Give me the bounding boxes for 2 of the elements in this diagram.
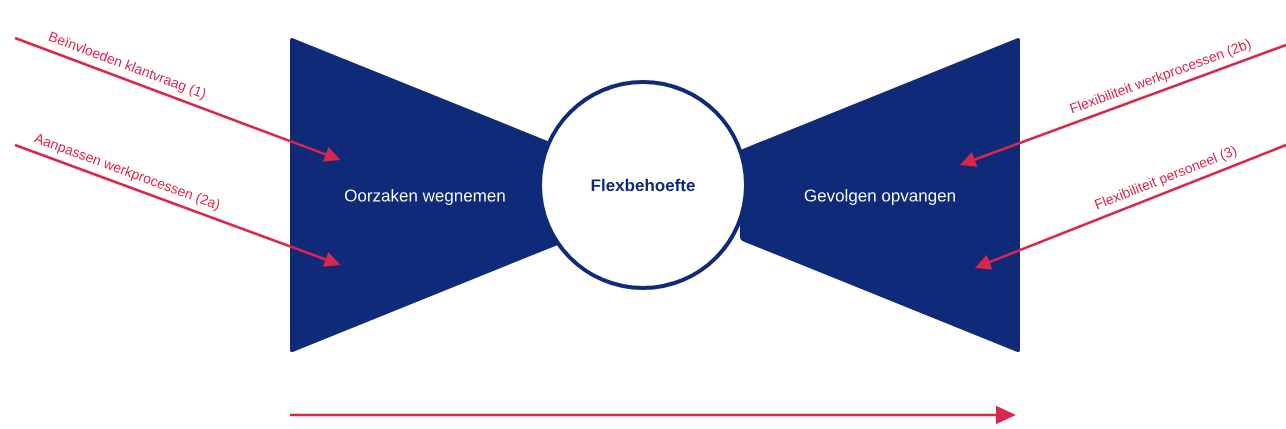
trapezoid: Oorzaken wegnemen xyxy=(290,37,570,353)
trapezoid: Gevolgen opvangen xyxy=(740,37,1020,353)
